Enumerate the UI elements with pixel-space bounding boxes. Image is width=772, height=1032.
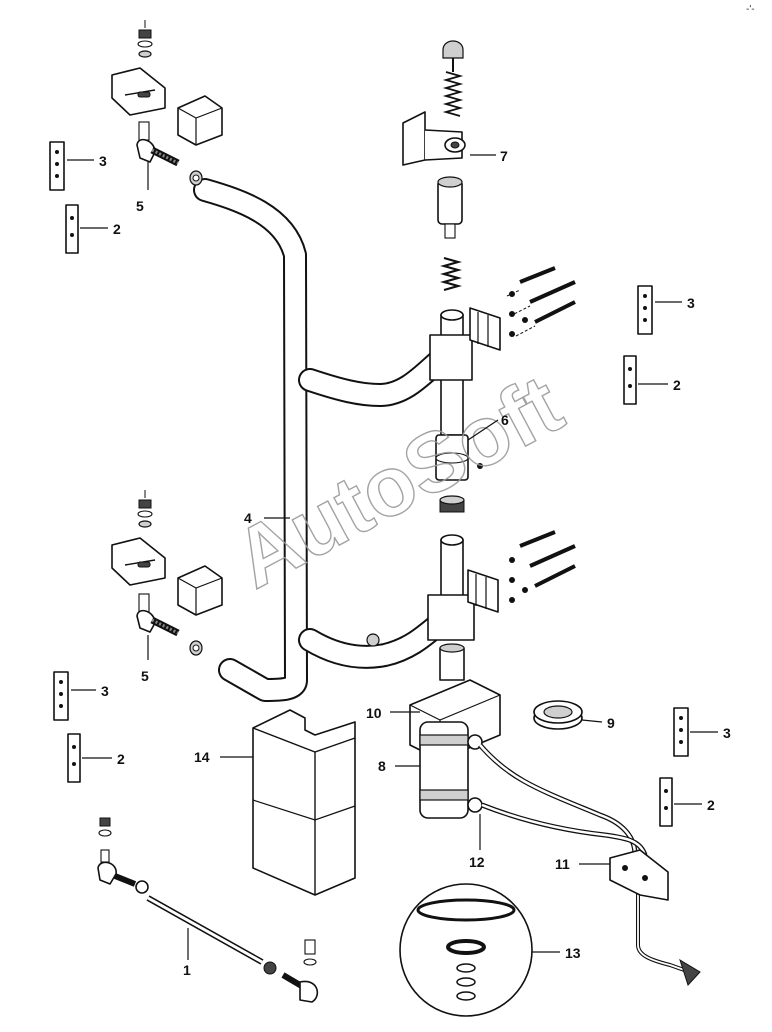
callout-2: 2 <box>113 221 121 237</box>
upper-left-bracket-assembly <box>111 20 223 186</box>
part-11-valve-block <box>609 849 669 901</box>
callout-12: 12 <box>469 854 485 870</box>
callout-1: 1 <box>183 962 191 978</box>
callout-3: 3 <box>723 725 731 741</box>
callout-5: 5 <box>136 198 144 214</box>
clip-part-3-upper-right <box>637 285 653 335</box>
lower-left-bracket-assembly <box>111 490 223 656</box>
callout-10: 10 <box>366 705 382 721</box>
upper-column-bolts <box>506 266 576 337</box>
clip-part-2-upper-left <box>65 204 79 254</box>
callout-labels: 3 2 5 7 3 2 6 4 5 3 2 10 8 9 3 2 14 12 1… <box>99 148 731 978</box>
clip-part-2-upper-right <box>623 355 637 405</box>
clip-part-2-lower-left <box>67 733 81 783</box>
part-6-steering-column <box>427 256 501 641</box>
callout-5: 5 <box>141 668 149 684</box>
callout-9: 9 <box>607 715 615 731</box>
part-1-tie-rod <box>97 817 319 1003</box>
part-13-seal-kit <box>399 883 533 1017</box>
clip-part-3-upper-left <box>49 141 65 191</box>
callout-14: 14 <box>194 749 210 765</box>
callout-3: 3 <box>99 153 107 169</box>
callout-3: 3 <box>101 683 109 699</box>
callout-2: 2 <box>707 797 715 813</box>
part-8-pump-motor <box>409 643 501 819</box>
callout-13: 13 <box>565 945 581 961</box>
leader-lines <box>67 154 718 960</box>
callout-4: 4 <box>244 510 252 526</box>
part-7-column-top-bracket <box>402 40 466 239</box>
part-4-tube-frame <box>193 178 462 702</box>
corner-mark: -'- <box>746 4 755 15</box>
callout-11: 11 <box>555 856 570 872</box>
clip-part-2-lower-right <box>659 777 673 827</box>
callout-7: 7 <box>500 148 508 164</box>
callout-6: 6 <box>501 412 509 428</box>
callout-3: 3 <box>687 295 695 311</box>
lower-column-bolts <box>509 530 576 603</box>
part-9-seal-ring <box>533 700 583 730</box>
callout-2: 2 <box>673 377 681 393</box>
hydraulic-lines <box>478 743 701 986</box>
part-14-cover <box>252 709 356 896</box>
clip-part-3-lower-right <box>673 707 689 757</box>
callout-2: 2 <box>117 751 125 767</box>
clip-part-3-lower-left <box>53 671 69 721</box>
callout-8: 8 <box>378 758 386 774</box>
